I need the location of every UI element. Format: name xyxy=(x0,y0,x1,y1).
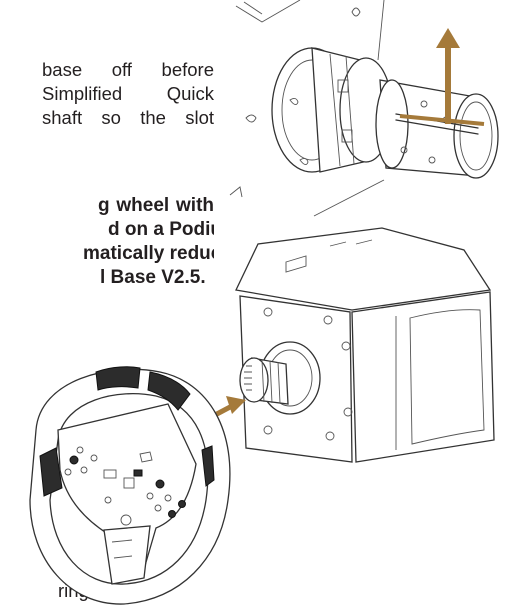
steering-wheel-figure xyxy=(29,366,231,605)
paragraph-top-line: Simplified Quick xyxy=(42,83,214,104)
paragraph-top-line: base off before xyxy=(42,59,214,80)
paragraph-bold-line: d on a Podium xyxy=(108,219,214,240)
quick-release-shaft-figure xyxy=(229,0,499,217)
slot-highlight xyxy=(399,114,485,126)
wheel-base-figure xyxy=(235,227,495,463)
paragraph-bold: g wheel with d on a Podium matically red… xyxy=(0,194,214,290)
paragraph-bold-line: l Base V2.5. xyxy=(100,267,206,288)
paragraph-top-line: shaft so the slot xyxy=(42,107,214,128)
alignment-arrow-up xyxy=(436,28,460,124)
paragraph-bold-line: g wheel with xyxy=(98,195,214,216)
paragraph-bold-line: matically reduce xyxy=(83,243,214,264)
paragraph-top: base off before Simplified Quick shaft s… xyxy=(0,58,214,130)
